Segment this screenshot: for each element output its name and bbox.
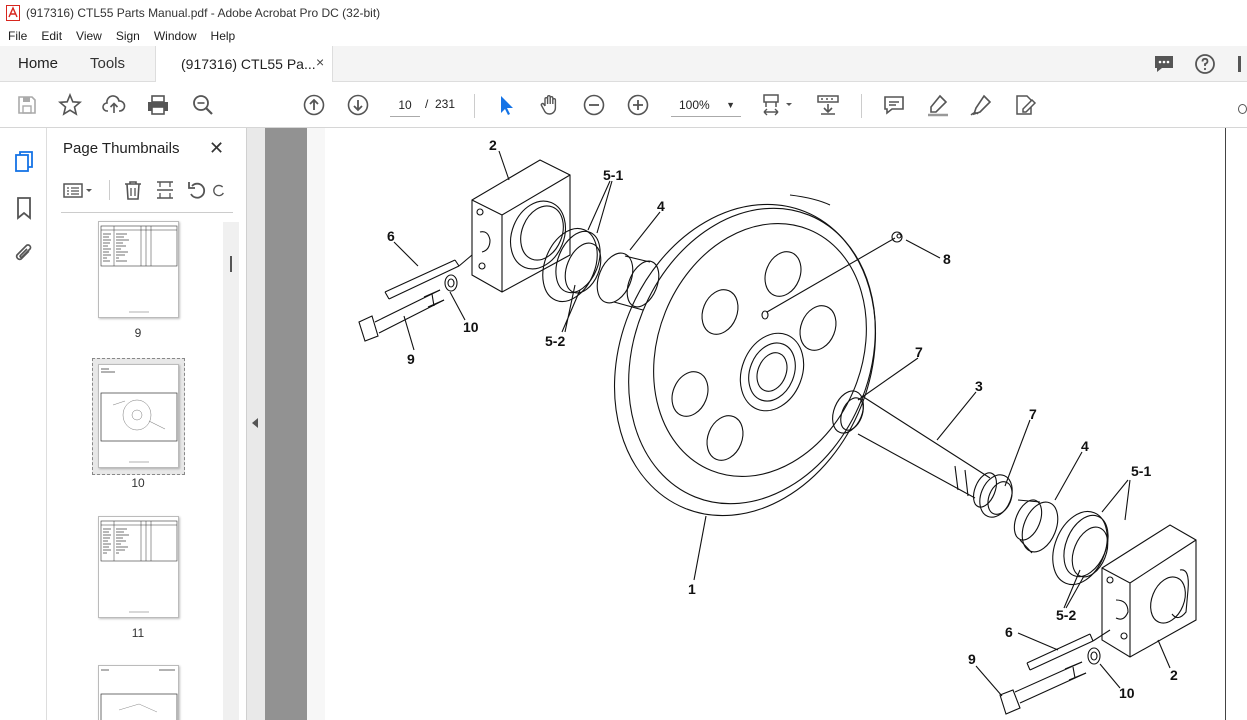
select-cursor-icon[interactable] xyxy=(493,92,519,118)
thumbnail-page-11[interactable] xyxy=(98,516,179,618)
more-menu-icon[interactable] xyxy=(1238,56,1241,72)
pdf-page: 2 5-1 4 6 8 10 5-2 9 7 3 7 4 5-1 1 5-2 6… xyxy=(325,128,1227,720)
tab-document-label: (917316) CTL55 Pa... xyxy=(181,56,316,72)
page-up-icon[interactable] xyxy=(301,92,327,118)
left-nav-rail xyxy=(0,128,47,720)
hand-icon[interactable] xyxy=(537,92,563,118)
callout-7-right: 7 xyxy=(1029,406,1037,422)
save-icon[interactable] xyxy=(14,92,40,118)
thumbnail-page-9[interactable] xyxy=(98,221,179,318)
highlight-icon[interactable] xyxy=(925,92,951,118)
chat-icon[interactable] xyxy=(1152,52,1176,76)
callout-6-left: 6 xyxy=(387,228,395,244)
scrollbar-handle[interactable] xyxy=(230,256,232,272)
fit-page-icon[interactable] xyxy=(760,92,796,118)
search-icon[interactable] xyxy=(1238,104,1247,114)
callout-5-2-left: 5-2 xyxy=(545,333,565,349)
window-title: (917316) CTL55 Parts Manual.pdf - Adobe … xyxy=(26,6,381,20)
zoom-in-icon[interactable] xyxy=(625,92,651,118)
menu-window[interactable]: Window xyxy=(153,29,197,43)
zoom-level-value: 100% xyxy=(679,98,710,112)
menu-view[interactable]: View xyxy=(76,29,102,43)
title-bar: (917316) CTL55 Parts Manual.pdf - Adobe … xyxy=(0,0,1247,26)
delete-page-icon[interactable] xyxy=(121,178,145,202)
tab-home[interactable]: Home xyxy=(18,55,59,72)
callout-5-2-right: 5-2 xyxy=(1056,607,1076,623)
page-total: 231 xyxy=(435,97,456,111)
options-menu-icon[interactable] xyxy=(61,178,95,202)
pages-icon[interactable] xyxy=(12,150,36,174)
page-separator: / xyxy=(425,97,429,111)
tab-document[interactable]: (917316) CTL55 Pa... × xyxy=(155,46,333,83)
tab-tools[interactable]: Tools xyxy=(90,55,126,72)
callout-1: 1 xyxy=(688,581,696,597)
bookmark-star-icon[interactable] xyxy=(57,92,83,118)
attachment-icon[interactable] xyxy=(12,243,36,267)
zoom-out-icon[interactable] xyxy=(581,92,607,118)
zoom-level-select[interactable]: 100% ▼ xyxy=(671,93,741,117)
upload-icon[interactable] xyxy=(101,92,127,118)
thumbnail-toolbar xyxy=(61,176,241,204)
rotate-left-icon[interactable] xyxy=(185,178,209,202)
toolbar-divider xyxy=(861,94,862,118)
bookmark-icon[interactable] xyxy=(12,196,36,220)
thumbnail-preview xyxy=(100,520,178,613)
scroll-mode-icon[interactable] xyxy=(815,92,841,118)
collapse-arrow-icon xyxy=(252,418,258,428)
extract-page-icon[interactable] xyxy=(153,178,177,202)
thumbnail-label-11: 11 xyxy=(131,626,145,640)
comment-icon[interactable] xyxy=(881,92,907,118)
panel-title: Page Thumbnails xyxy=(63,140,180,157)
callout-5-1-left: 5-1 xyxy=(603,167,623,183)
thumbnail-page-12[interactable] xyxy=(98,665,179,720)
callout-2-right: 2 xyxy=(1170,667,1178,683)
callout-10-left: 10 xyxy=(463,319,479,335)
menu-sign[interactable]: Sign xyxy=(115,29,140,43)
rotate-right-icon[interactable] xyxy=(211,178,227,202)
document-scrollbar[interactable] xyxy=(1225,128,1247,720)
callout-8: 8 xyxy=(943,251,951,267)
tab-bar: Home Tools (917316) CTL55 Pa... × xyxy=(0,46,1247,83)
page-number-input[interactable]: 10 xyxy=(390,93,420,117)
callout-3: 3 xyxy=(975,378,983,394)
callout-4-left: 4 xyxy=(657,198,665,214)
panel-close-button[interactable]: ✕ xyxy=(209,138,225,158)
callout-9-left: 9 xyxy=(407,351,415,367)
callout-10-right: 10 xyxy=(1119,685,1135,701)
callout-2-left: 2 xyxy=(489,137,497,153)
chevron-down-icon: ▼ xyxy=(726,100,735,110)
callout-4-right: 4 xyxy=(1081,438,1089,454)
acrobat-icon xyxy=(6,5,20,21)
page-margin xyxy=(307,128,325,720)
panel-divider xyxy=(109,180,110,200)
menu-bar: File Edit View Sign Window Help xyxy=(0,26,1247,46)
main-toolbar: 10 / 231 100% ▼ xyxy=(0,82,1247,128)
toolbar-divider xyxy=(474,94,475,118)
thumbnail-preview xyxy=(100,669,178,720)
menu-file[interactable]: File xyxy=(8,29,28,43)
callout-7-left: 7 xyxy=(915,344,923,360)
thumbnail-page-10[interactable] xyxy=(98,364,179,468)
thumbnail-preview xyxy=(100,225,178,313)
page-down-icon[interactable] xyxy=(345,92,371,118)
sign-icon[interactable] xyxy=(968,92,994,118)
help-icon[interactable] xyxy=(1193,52,1217,76)
document-view[interactable]: 2 5-1 4 6 8 10 5-2 9 7 3 7 4 5-1 1 5-2 6… xyxy=(265,128,1247,720)
edit-pdf-icon[interactable] xyxy=(1012,92,1038,118)
thumbnail-label-10: 10 xyxy=(131,476,145,490)
panel-collapse-handle[interactable] xyxy=(247,128,265,720)
menu-edit[interactable]: Edit xyxy=(41,29,63,43)
menu-help[interactable]: Help xyxy=(210,29,236,43)
callout-5-1-right: 5-1 xyxy=(1131,463,1151,479)
search-zoom-icon[interactable] xyxy=(190,92,216,118)
thumbnail-preview xyxy=(100,368,178,463)
panel-separator xyxy=(61,212,233,213)
callout-9-right: 9 xyxy=(968,651,976,667)
print-icon[interactable] xyxy=(145,92,171,118)
tab-close-button[interactable]: × xyxy=(316,54,325,70)
thumbnail-scrollbar[interactable] xyxy=(223,222,239,720)
thumbnail-label-9: 9 xyxy=(134,326,142,340)
exploded-parts-drawing: 2 5-1 4 6 8 10 5-2 9 7 3 7 4 5-1 1 5-2 6… xyxy=(358,137,1197,715)
callout-6-right: 6 xyxy=(1005,624,1013,640)
